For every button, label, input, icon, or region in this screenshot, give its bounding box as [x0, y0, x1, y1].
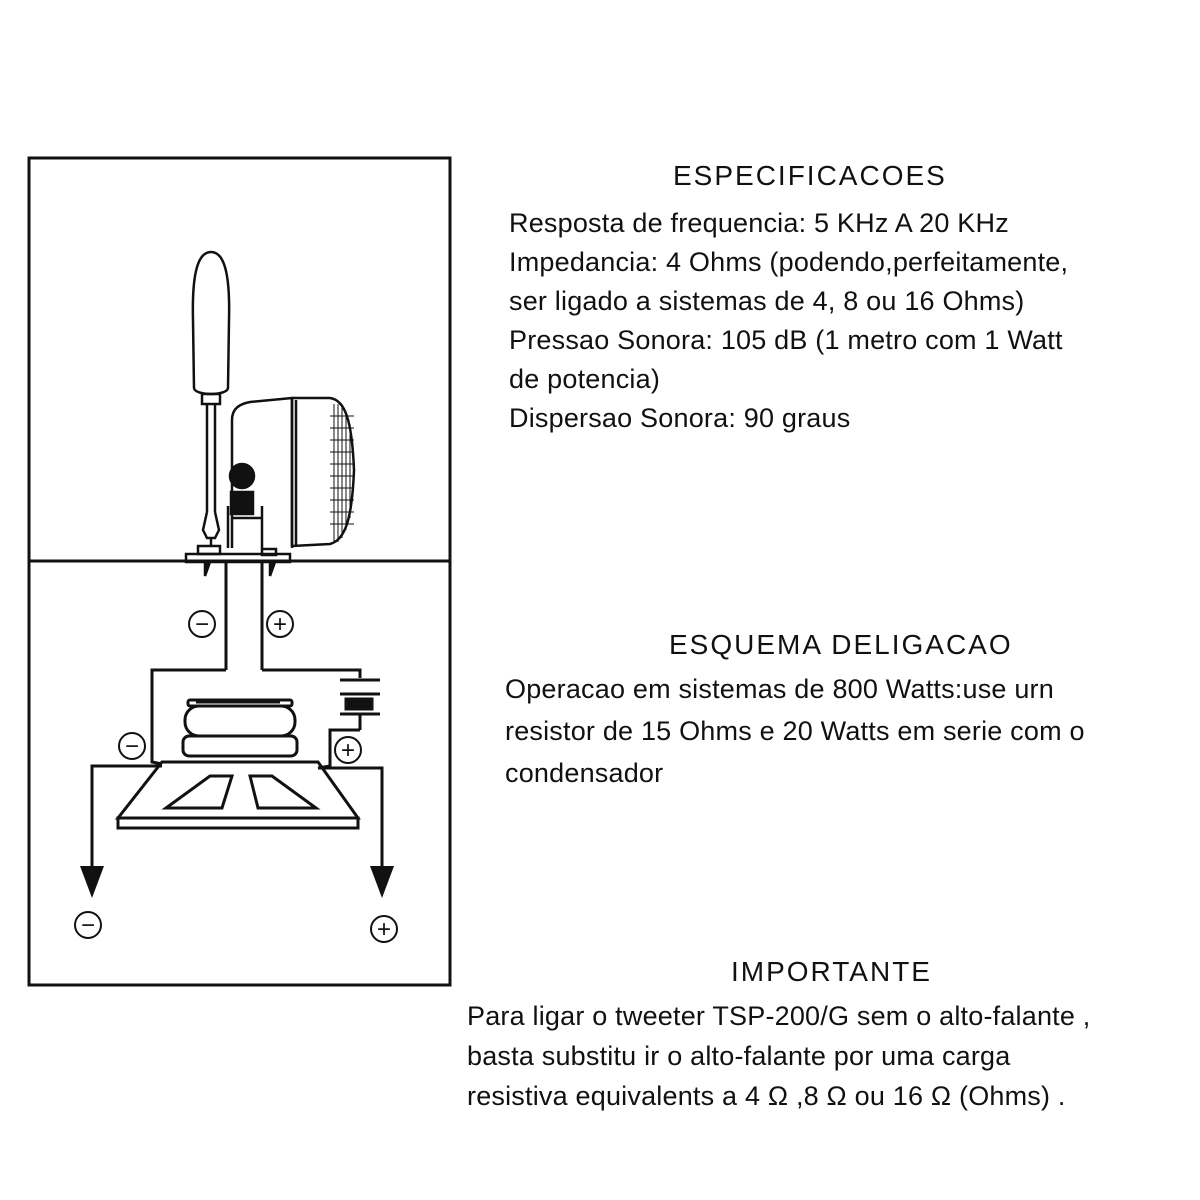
woofer-minus-sign: −	[125, 733, 139, 760]
tweeter-grille	[330, 404, 354, 542]
screwdriver-icon	[191, 250, 231, 556]
woofer-plus-sign: +	[341, 737, 355, 764]
output-plus-terminal	[370, 915, 398, 943]
spec-line: de potencia)	[509, 364, 661, 394]
spec-line: Impedancia: 4 Ohms (podendo,perfeitament…	[509, 247, 1069, 277]
wiring-line: resistor de 15 Ohms e 20 Watts em serie …	[505, 716, 1085, 746]
important-line: Para ligar o tweeter TSP-200/G sem o alt…	[467, 1001, 1091, 1031]
capacitor-icon	[340, 678, 380, 730]
wiring-line: Operacao em sistemas de 800 Watts:use ur…	[505, 674, 1054, 704]
spec-line: Dispersao Sonora: 90 graus	[509, 403, 851, 433]
diagram-frame	[27, 156, 452, 987]
tweeter-icon	[226, 396, 356, 548]
important-line: resistiva equivalents a 4 Ω ,8 Ω ou 16 Ω…	[467, 1081, 1066, 1111]
wiring-line: condensador	[505, 758, 664, 788]
plus-output-arrow	[370, 866, 394, 898]
important-text: Para ligar o tweeter TSP-200/G sem o alt…	[467, 996, 1091, 1116]
woofer-minus-terminal	[118, 732, 146, 760]
specs-text: Resposta de frequencia: 5 KHz A 20 KHz I…	[509, 204, 1068, 438]
important-heading: IMPORTANTE	[731, 956, 932, 987]
important-line: basta substitu ir o alto-falante por uma…	[467, 1041, 1011, 1071]
output-plus-sign: +	[377, 916, 391, 943]
wiring-text: Operacao em sistemas de 800 Watts:use ur…	[505, 668, 1085, 794]
tweeter-minus-terminal	[188, 610, 216, 638]
output-minus-sign: −	[81, 912, 95, 939]
mounting-bracket	[184, 547, 292, 577]
tweeter-plus-sign: +	[273, 611, 287, 638]
woofer-icon	[114, 698, 361, 830]
specs-heading: ESPECIFICACOES	[673, 160, 947, 191]
wiring-heading: ESQUEMA DELIGACAO	[669, 629, 1013, 660]
spec-line: ser ligado a sistemas de 4, 8 ou 16 Ohms…	[509, 286, 1025, 316]
tweeter-plus-terminal	[266, 610, 294, 638]
tweeter-minus-sign: −	[195, 611, 209, 638]
spec-line: Pressao Sonora: 105 dB (1 metro com 1 Wa…	[509, 325, 1063, 355]
woofer-plus-terminal	[334, 736, 362, 764]
output-minus-terminal	[74, 911, 102, 939]
spec-line: Resposta de frequencia: 5 KHz A 20 KHz	[509, 208, 1009, 238]
minus-output-arrow	[80, 866, 104, 898]
